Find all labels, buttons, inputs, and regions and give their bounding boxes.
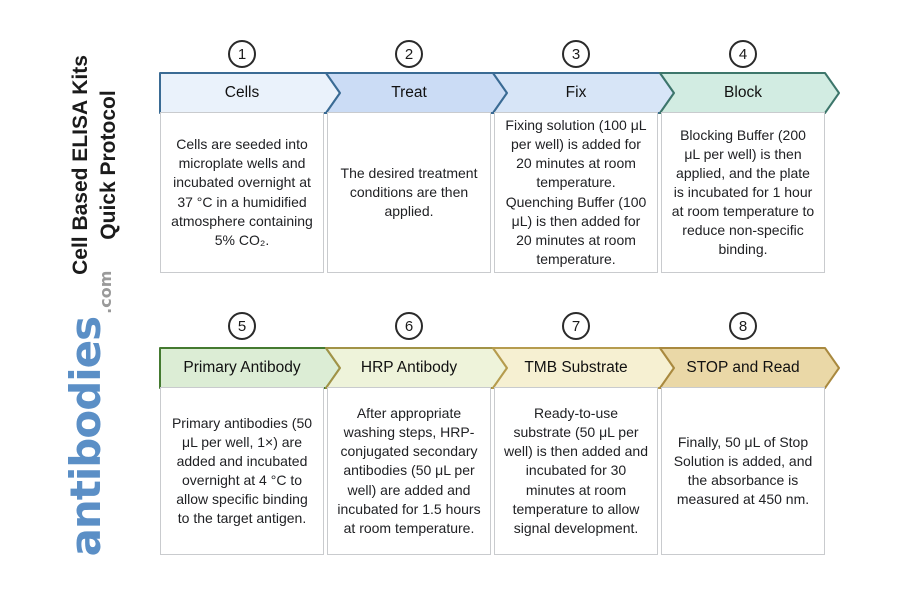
step-6-circle: 6 [395, 312, 423, 340]
step-3-description-box: Fixing solution (100 μL per well) is add… [494, 112, 658, 273]
step-1-description-box: Cells are seeded into microplate wells a… [160, 112, 324, 273]
page-title-line1: Cell Based ELISA Kits [69, 55, 93, 275]
step-1-number: 1 [237, 45, 247, 63]
step-2-circle: 2 [395, 40, 423, 68]
step-4-description: Blocking Buffer (200 μL per well) is the… [671, 126, 815, 258]
step-2-number: 2 [404, 45, 414, 63]
step-7-circle: 7 [562, 312, 590, 340]
process-arrow-row-2 [159, 347, 840, 389]
step-8-description-box: Finally, 50 μL of Stop Solution is added… [661, 387, 825, 555]
step-7-number: 7 [571, 317, 581, 335]
step-5-number: 5 [237, 317, 247, 335]
step-2-description-box: The desired treatment conditions are the… [327, 112, 491, 273]
step-7-description-box: Ready-to-use substrate (50 μL per well) … [494, 387, 658, 555]
step-6-description-box: After appropriate washing steps, HRP-con… [327, 387, 491, 555]
step-5-description: Primary antibodies (50 μL per well, 1×) … [171, 414, 313, 527]
step-1-label: Cells [224, 83, 260, 101]
step-7-description: Ready-to-use substrate (50 μL per well) … [504, 405, 648, 536]
step-8-number: 8 [738, 317, 748, 335]
step-3-number: 3 [571, 45, 581, 63]
step-1-circle: 1 [228, 40, 256, 68]
step-3-description: Fixing solution (100 μL per well) is add… [505, 117, 647, 267]
step-5-circle: 5 [228, 312, 256, 340]
page-title-line2: Quick Protocol [97, 90, 120, 240]
step-8-label: STOP and Read [686, 358, 800, 376]
step-4-circle: 4 [729, 40, 757, 68]
step-6-number: 6 [404, 317, 414, 335]
step-2-label: Treat [391, 83, 427, 101]
process-arrow-row-1 [159, 72, 840, 114]
brand-tld: .com [95, 270, 115, 314]
step-8-circle: 8 [729, 312, 757, 340]
step-4-number: 4 [738, 45, 748, 63]
step-8-banner-shape [659, 347, 840, 389]
step-5-label: Primary Antibody [183, 358, 301, 376]
step-7-label: TMB Substrate [524, 358, 628, 376]
step-8-description: Finally, 50 μL of Stop Solution is added… [673, 433, 813, 508]
step-2-description: The desired treatment conditions are the… [340, 164, 478, 220]
step-5-description-box: Primary antibodies (50 μL per well, 1×) … [160, 387, 324, 555]
step-4-banner-shape [659, 72, 840, 114]
step-1-description: Cells are seeded into microplate wells a… [171, 136, 313, 248]
step-4-description-box: Blocking Buffer (200 μL per well) is the… [661, 112, 825, 273]
step-4-label: Block [724, 83, 762, 101]
step-3-circle: 3 [562, 40, 590, 68]
brand-name: antibodies [60, 316, 110, 557]
brand-logo: antibodies.com [35, 255, 135, 575]
step-6-description: After appropriate washing steps, HRP-con… [337, 405, 481, 536]
step-6-label: HRP Antibody [360, 358, 458, 376]
step-3-label: Fix [565, 83, 587, 101]
